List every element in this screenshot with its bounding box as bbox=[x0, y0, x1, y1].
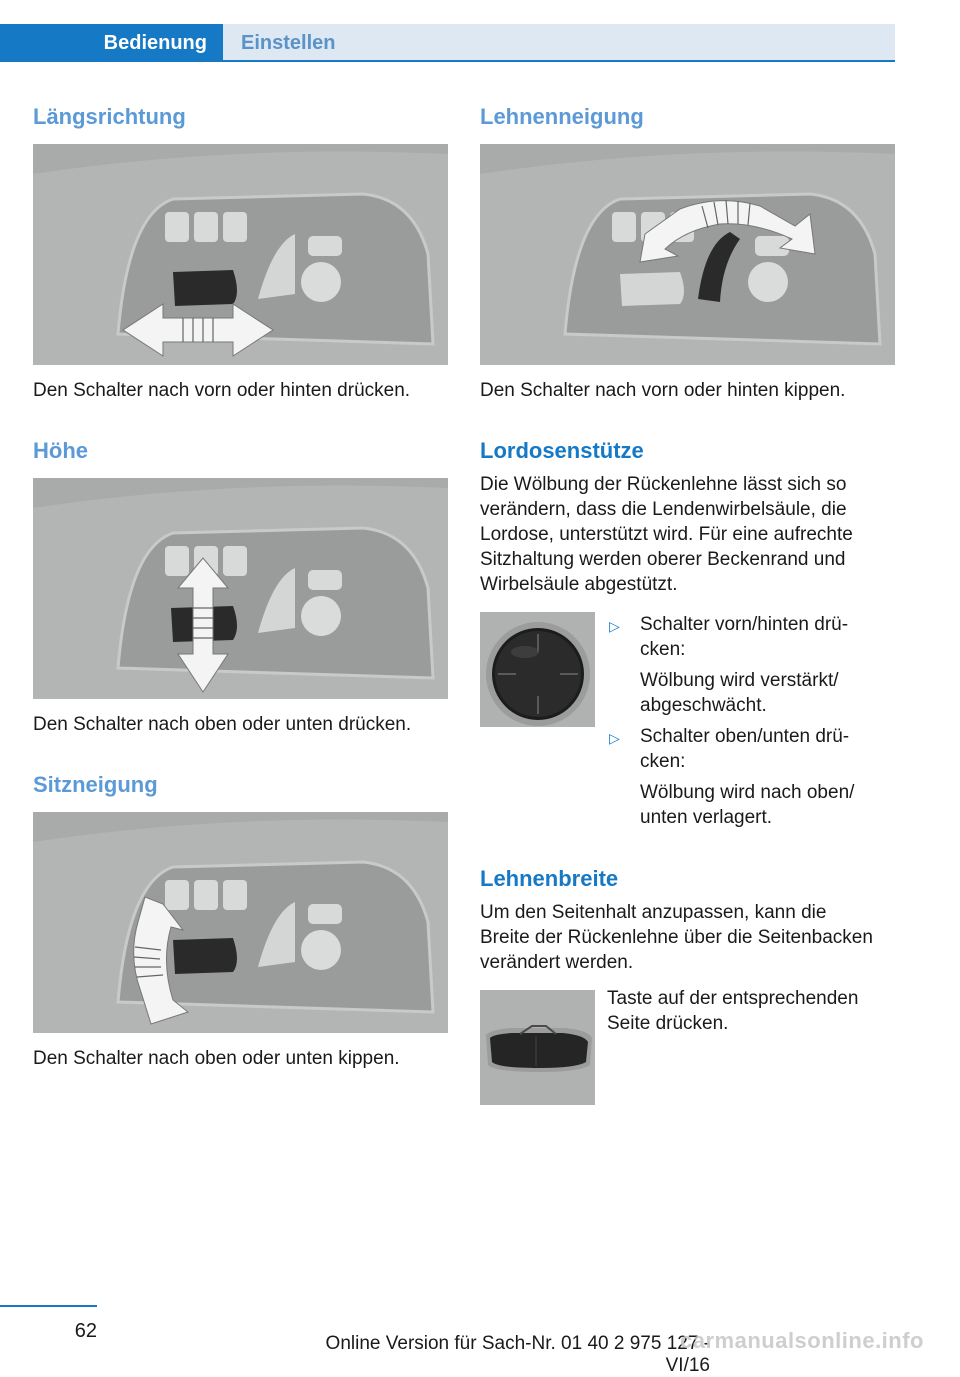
figure-sitzneigung bbox=[33, 812, 448, 1033]
text-lordosenstuetze-intro: Die Wölbung der Rückenlehne lässt sich s… bbox=[480, 472, 895, 597]
footer-version-text: Online Version für Sach-Nr. 01 40 2 975 … bbox=[325, 1333, 710, 1376]
seat-switch-longitudinal-illustration bbox=[33, 144, 448, 365]
text-lehnenbreite-intro: Um den Seitenhalt anzupassen, kann die B… bbox=[480, 900, 895, 975]
caption-sitzneigung: Den Schalter nach oben oder unten kippen… bbox=[33, 1048, 400, 1069]
seat-switch-height-illustration bbox=[33, 478, 448, 699]
caption-laengsrichtung: Den Schalter nach vorn oder hinten drück… bbox=[33, 380, 411, 401]
text-line: Sitzhaltung werden oberer Beckenrand und bbox=[480, 549, 846, 570]
backrest-tilt-illustration bbox=[480, 144, 895, 365]
heading-lordosenstuetze: Lordosenstütze bbox=[480, 438, 644, 463]
heading-lehnenbreite: Lehnenbreite bbox=[480, 866, 619, 891]
text-line: Breite der Rückenlehne über die Seitenba… bbox=[480, 927, 873, 948]
tab-einstellen[interactable]: Einstellen bbox=[223, 24, 895, 62]
footer-divider bbox=[0, 1305, 97, 1307]
seat-switch-tilt-illustration bbox=[33, 812, 448, 1033]
text-line: Lordose, unterstützt wird. Für eine aufr… bbox=[480, 524, 853, 545]
bullet-text: Schalter oben/unten drü- cken: bbox=[640, 726, 850, 772]
text-line: Taste auf der entsprechenden bbox=[607, 988, 859, 1009]
text-line: Um den Seitenhalt anzupassen, kann die bbox=[480, 902, 827, 923]
figure-laengsrichtung bbox=[33, 144, 448, 365]
text-lehnenbreite-instruction: Taste auf der entsprechenden Seite drück… bbox=[607, 986, 895, 1036]
bullet-result: Wölbung wird verstärkt/ abgeschwächt. bbox=[640, 670, 839, 716]
figure-backrest-width-button bbox=[480, 990, 595, 1105]
text-line: Wirbelsäule abgestützt. bbox=[480, 574, 678, 595]
lordosis-switch-illustration bbox=[480, 612, 595, 727]
figure-lehnenneigung bbox=[480, 144, 895, 365]
text-line: verändern, dass die Lendenwirbelsäule, d… bbox=[480, 499, 847, 520]
figure-hoehe bbox=[33, 478, 448, 699]
caption-lehnenneigung: Den Schalter nach vorn oder hinten kippe… bbox=[480, 380, 846, 401]
watermark: carmanualsonline.info bbox=[680, 1328, 924, 1353]
heading-laengsrichtung: Längsrichtung bbox=[33, 104, 186, 129]
header-tabs: Bedienung Einstellen bbox=[0, 0, 895, 62]
heading-lehnenneigung: Lehnenneigung bbox=[480, 104, 644, 129]
header-divider bbox=[0, 60, 895, 62]
caption-hoehe: Den Schalter nach oben oder unten drücke… bbox=[33, 714, 412, 735]
text-line: verändert werden. bbox=[480, 952, 634, 973]
heading-sitzneigung: Sitzneigung bbox=[33, 772, 158, 797]
tab-bedienung[interactable]: Bedienung bbox=[0, 24, 223, 62]
heading-hoehe: Höhe bbox=[33, 438, 88, 463]
text-line: Die Wölbung der Rückenlehne lässt sich s… bbox=[480, 474, 847, 495]
text-line: Seite drücken. bbox=[607, 1013, 729, 1034]
figure-lordosis-switch bbox=[480, 612, 595, 727]
triangle-bullet-icon: ▷ bbox=[609, 618, 620, 634]
bullet-text: Schalter vorn/hinten drü- cken: bbox=[640, 614, 849, 660]
backrest-width-button-illustration bbox=[480, 990, 595, 1105]
bullet-result: Wölbung wird nach oben/ unten verlagert. bbox=[640, 782, 855, 828]
page-number: 62 bbox=[74, 1320, 97, 1342]
triangle-bullet-icon: ▷ bbox=[609, 730, 620, 746]
